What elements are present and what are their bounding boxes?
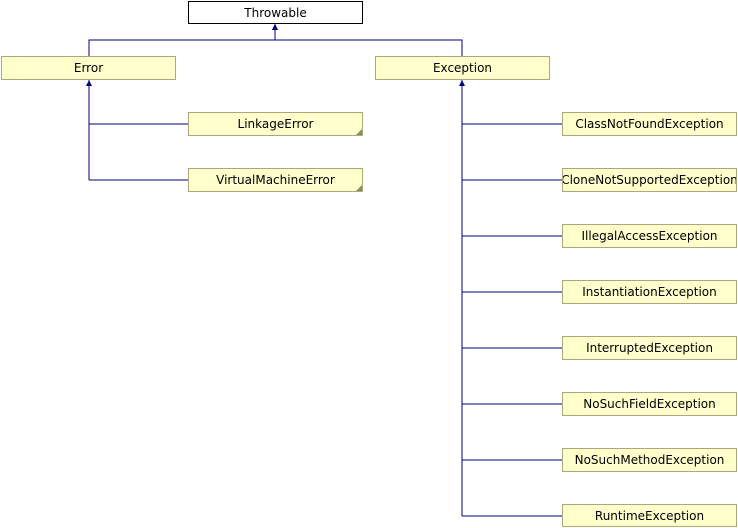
node-virtual-machine-error[interactable]: VirtualMachineError	[188, 168, 363, 192]
node-no-such-field-exception-label: NoSuchFieldException	[583, 397, 716, 411]
node-virtual-machine-error-label: VirtualMachineError	[216, 173, 335, 187]
collapsed-fold-icon	[356, 185, 362, 191]
node-instantiation-exception[interactable]: InstantiationException	[562, 280, 737, 304]
edge-error-to-throwable	[88, 24, 278, 56]
node-instantiation-exception-label: InstantiationException	[582, 285, 717, 299]
node-interrupted-exception-label: InterruptedException	[586, 341, 713, 355]
node-interrupted-exception[interactable]: InterruptedException	[562, 336, 737, 360]
node-no-such-field-exception[interactable]: NoSuchFieldException	[562, 392, 737, 416]
edge-exception-to-throwable	[272, 24, 463, 56]
collapsed-fold-icon	[356, 129, 362, 135]
node-linkage-error[interactable]: LinkageError	[188, 112, 363, 136]
node-error-label: Error	[73, 61, 104, 75]
node-illegal-access-exception[interactable]: IllegalAccessException	[562, 224, 737, 248]
node-exception[interactable]: Exception	[375, 56, 550, 80]
node-no-such-method-exception-label: NoSuchMethodException	[574, 453, 725, 467]
node-no-such-method-exception[interactable]: NoSuchMethodException	[562, 448, 737, 472]
node-class-not-found-exception-label: ClassNotFoundException	[575, 117, 724, 131]
node-throwable-label: Throwable	[244, 5, 307, 20]
node-clone-not-supported-exception[interactable]: CloneNotSupportedException	[562, 168, 737, 192]
node-illegal-access-exception-label: IllegalAccessException	[581, 229, 718, 243]
node-exception-label: Exception	[432, 61, 493, 75]
node-clone-not-supported-exception-label: CloneNotSupportedException	[562, 173, 737, 187]
node-throwable[interactable]: Throwable	[188, 1, 363, 24]
node-linkage-error-label: LinkageError	[237, 117, 314, 131]
node-runtime-exception-label: RuntimeException	[594, 508, 705, 523]
node-error[interactable]: Error	[1, 56, 176, 80]
node-class-not-found-exception[interactable]: ClassNotFoundException	[562, 112, 737, 136]
node-runtime-exception[interactable]: RuntimeException	[562, 504, 737, 527]
